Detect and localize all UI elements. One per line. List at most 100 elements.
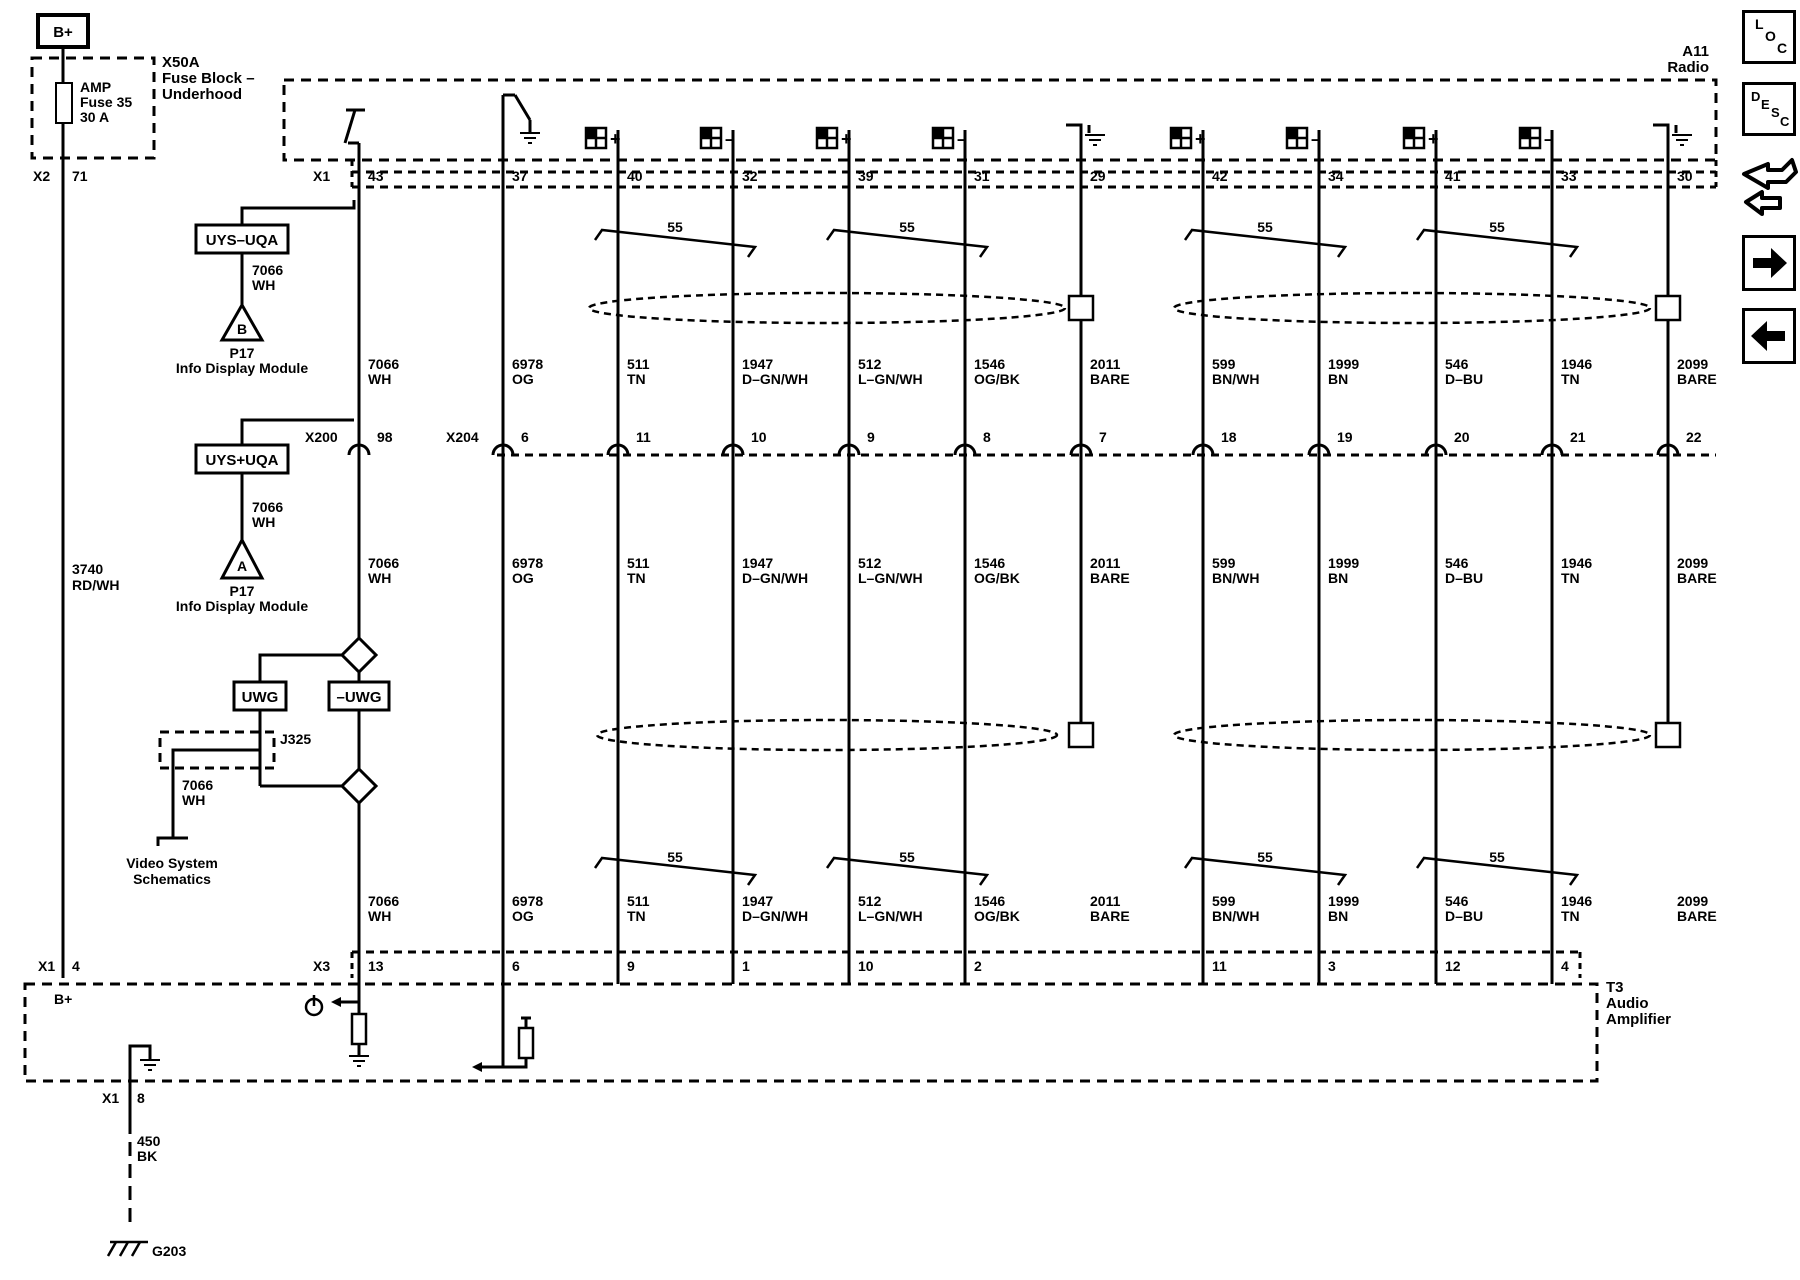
radio-pin-col10: 33 [1561, 168, 1577, 184]
uwg-box [232, 680, 288, 712]
col10-middle-circuit: 1946 [1561, 555, 1592, 571]
amp-pin-col8: 3 [1328, 958, 1336, 974]
lower-branch-color: WH [252, 514, 275, 530]
arrow-right-icon [1753, 248, 1787, 278]
video-color: WH [182, 792, 205, 808]
twist-label-6: 55 [899, 849, 915, 865]
previous-page-button[interactable] [1742, 308, 1796, 364]
col2-middle-circuit: 511 [627, 555, 650, 571]
upper-module-pin-triangle [219, 301, 265, 342]
ground-circuit: 450 [137, 1133, 161, 1149]
col6-upper-circuit: 2011 [1090, 356, 1121, 372]
col11-lower-color: BARE [1677, 908, 1717, 924]
shield-drain-upper-col6 [1067, 294, 1095, 322]
loc-letter-c: C [1777, 40, 1787, 56]
col6-middle-circuit: 2011 [1090, 555, 1121, 571]
amp-pin-col4: 10 [858, 958, 874, 974]
lower-module-ref: P17 [230, 583, 255, 599]
col10-upper-color: TN [1561, 371, 1580, 387]
col8-upper-color: BN [1328, 371, 1348, 387]
col6-lower-color: BARE [1090, 908, 1130, 924]
col9-upper-color: D–BU [1445, 371, 1483, 387]
fuse-label-1: AMP [80, 79, 111, 95]
polarity-col3: – [725, 129, 735, 149]
col6-upper-color: BARE [1090, 371, 1130, 387]
shield-lower-left [595, 718, 1059, 752]
upper-module-ref: P17 [230, 345, 255, 361]
radio-pin-col3: 32 [742, 168, 758, 184]
col1-middle-color: OG [512, 570, 534, 586]
x204-pin-col2: 11 [636, 429, 651, 445]
battery-positive-label: B+ [53, 24, 73, 41]
col5-middle-color: OG/BK [974, 570, 1020, 586]
amp-pin-col7: 11 [1212, 958, 1227, 974]
upper-module-name: Info Display Module [176, 360, 308, 376]
col8-middle-circuit: 1999 [1328, 555, 1359, 571]
twist-label-8: 55 [1489, 849, 1505, 865]
col5-lower-color: OG/BK [974, 908, 1020, 924]
col3-lower-color: D–GN/WH [742, 908, 808, 924]
video-system-label-1: Video System [126, 855, 218, 871]
radio-pin-col7: 42 [1212, 168, 1228, 184]
location-button[interactable]: L O C [1742, 10, 1796, 64]
not-uwg-label: –UWG [337, 689, 382, 706]
splice-diamond-upper [339, 635, 379, 675]
next-page-button[interactable] [1742, 235, 1796, 291]
col7-middle-color: BN/WH [1212, 570, 1259, 586]
col0-middle-color: WH [368, 570, 391, 586]
amp-signal-connector-label: X3 [313, 958, 330, 974]
fuse-symbol [55, 82, 73, 124]
connector-harness-icon[interactable] [1738, 152, 1800, 222]
shield-ground-icon-col11 [1671, 134, 1693, 146]
description-button[interactable]: D E S C [1742, 82, 1796, 136]
x204-label: X204 [446, 429, 479, 445]
speaker-terminal-fill-col2 [586, 128, 596, 138]
col2-lower-color: TN [627, 908, 646, 924]
col5-lower-circuit: 1546 [974, 893, 1005, 909]
upper-branch-color: WH [252, 277, 275, 293]
amp-bplus-pin: 4 [72, 958, 80, 974]
radio-pin-col8: 34 [1328, 168, 1344, 184]
x204-pin-col7: 18 [1221, 429, 1237, 445]
x204-pin-col1: 6 [521, 429, 529, 445]
arrow-left-icon [1751, 321, 1785, 351]
shield-upper-left [587, 291, 1067, 325]
ground-color: BK [137, 1148, 157, 1164]
amplifier-name-2: Amplifier [1606, 1011, 1671, 1028]
x200-pin: 98 [377, 429, 393, 445]
radio-connector-label: X1 [313, 168, 330, 184]
col5-upper-color: OG/BK [974, 371, 1020, 387]
col3-middle-color: D–GN/WH [742, 570, 808, 586]
fuse-block-name-2: Underhood [162, 86, 242, 103]
power-icon [304, 995, 324, 1017]
col7-lower-color: BN/WH [1212, 908, 1259, 924]
uwg-label: UWG [242, 689, 279, 706]
col2-upper-color: TN [627, 371, 646, 387]
x204-pin-col5: 8 [983, 429, 991, 445]
radio-pin-col0: 43 [368, 168, 384, 184]
fuse-pin-label: 71 [72, 168, 88, 184]
col1-middle-circuit: 6978 [512, 555, 543, 571]
shield-drain-lower-col11 [1654, 721, 1682, 749]
radio-ref: A11 [1682, 43, 1709, 60]
col8-middle-color: BN [1328, 570, 1348, 586]
twist-label-1: 55 [667, 219, 683, 235]
polarity-col8: – [1311, 129, 1321, 149]
amp-bplus-label: B+ [54, 991, 72, 1007]
desc-letter-e: E [1761, 97, 1770, 112]
video-system-label-2: Schematics [133, 871, 211, 887]
polarity-col9: + [1428, 129, 1439, 149]
radio-pin-col6: 29 [1090, 168, 1106, 184]
polarity-col2: + [610, 129, 621, 149]
radio-name: Radio [1667, 59, 1709, 76]
col10-middle-color: TN [1561, 570, 1580, 586]
radio-pin-col5: 31 [974, 168, 990, 184]
col11-lower-circuit: 2099 [1677, 893, 1708, 909]
col8-lower-circuit: 1999 [1328, 893, 1359, 909]
col0-middle-circuit: 7066 [368, 555, 399, 571]
amp-pin-col2: 9 [627, 958, 635, 974]
fuse-block-box [30, 56, 156, 160]
shield-drain-lower-col6 [1067, 721, 1095, 749]
x204-pin-col8: 19 [1337, 429, 1353, 445]
amp-pin-col0: 13 [368, 958, 384, 974]
